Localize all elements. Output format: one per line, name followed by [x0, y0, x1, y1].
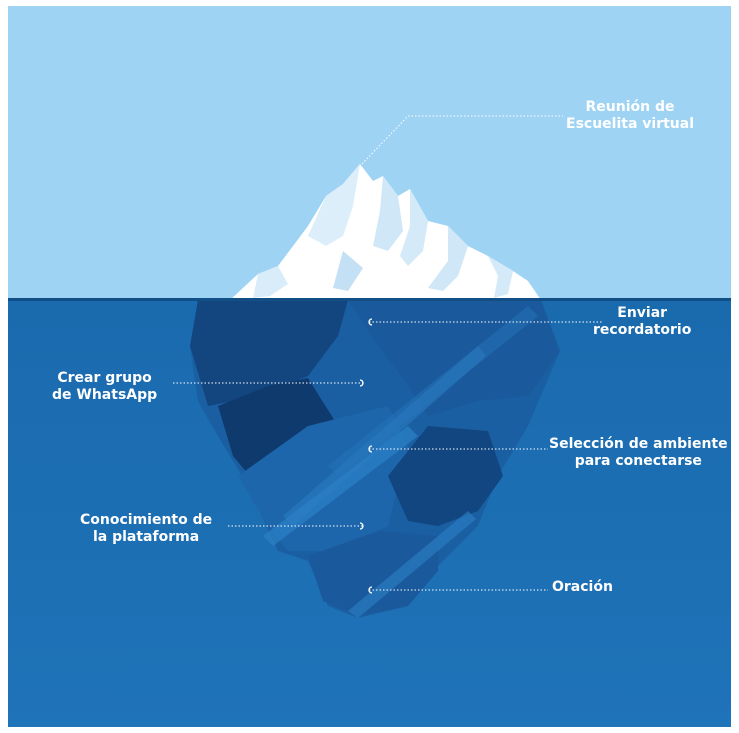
iceberg-illustration [8, 6, 731, 727]
label-oracion: Oración [552, 579, 613, 596]
waterline [8, 298, 731, 301]
label-oracion-line1: Oración [552, 579, 613, 595]
label-reunion-line2: Escuelita virtual [566, 116, 695, 132]
label-conocimiento: Conocimiento de la plataforma [80, 512, 212, 546]
label-conocimiento-line2: la plataforma [92, 529, 200, 545]
label-crear: Crear grupo de WhatsApp [52, 370, 157, 404]
marker-oracion [368, 586, 373, 594]
label-enviar: Enviar recordatorio [593, 305, 691, 339]
leader-lines [173, 115, 603, 591]
label-seleccion: Selección de ambiente para conectarse [549, 436, 728, 470]
label-enviar-line1: Enviar [617, 305, 668, 321]
iceberg-tip [230, 164, 541, 300]
label-crear-line1: Crear grupo [57, 370, 152, 386]
leader-markers [359, 318, 373, 594]
label-reunion: Reunión de Escuelita virtual [566, 99, 694, 133]
underwater-iceberg [190, 300, 560, 618]
leader-reunion [361, 115, 563, 165]
label-crear-line2: de WhatsApp [52, 387, 158, 403]
marker-conocimiento [359, 522, 364, 530]
label-seleccion-line2: para conectarse [574, 453, 702, 469]
marker-crear [359, 379, 364, 387]
label-enviar-line2: recordatorio [593, 322, 692, 338]
iceberg-diagram: Reunión de Escuelita virtual Enviar reco… [8, 6, 731, 727]
label-conocimiento-line1: Conocimiento de [80, 512, 213, 528]
label-reunion-line1: Reunión de [585, 99, 675, 115]
label-seleccion-line1: Selección de ambiente [549, 436, 728, 452]
marker-seleccion [368, 445, 373, 453]
marker-enviar [368, 318, 373, 326]
